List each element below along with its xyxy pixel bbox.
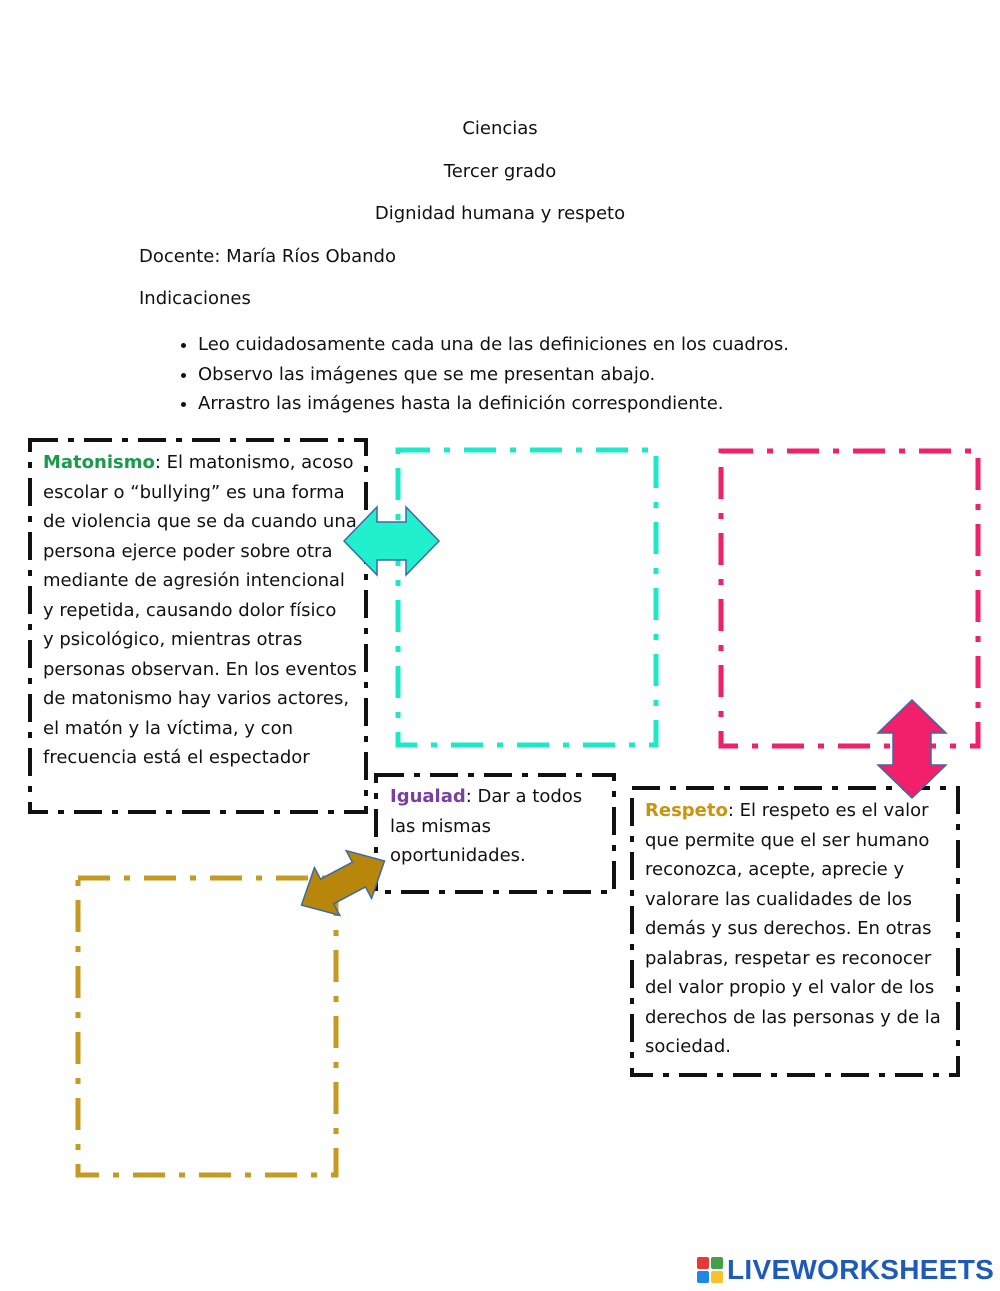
liveworksheets-logo: LIVEWORKSHEETS [697, 1254, 994, 1286]
instructions-list: Leo cuidadosamente cada una de las defin… [170, 330, 789, 419]
double-arrow-gold-icon [300, 849, 386, 917]
definition-line: de matonismo hay varios actores, [43, 688, 350, 709]
instruction-item: Leo cuidadosamente cada una de las defin… [198, 330, 789, 360]
definition-line: mediante de agresión intencional [43, 570, 345, 591]
teacher-line: Docente: María Ríos Obando [139, 246, 396, 267]
topic-title: Dignidad humana y respeto [374, 203, 626, 224]
definition-line: que permite que el ser humano [645, 829, 930, 851]
cyan-drop-zone[interactable] [395, 447, 659, 748]
definition-line: del valor propio y el valor de los [645, 977, 935, 998]
definition-line: : El matonismo, acoso [154, 452, 354, 473]
igualdad-definition: Igualad: Dar a todos las mismas oportuni… [390, 782, 610, 871]
definition-line: las mismas [390, 815, 491, 837]
respeto-term: Respeto [645, 800, 728, 821]
definition-line: de violencia que se da cuando una [43, 511, 357, 532]
matonismo-definition: Matonismo: El matonismo, acoso escolar o… [43, 448, 363, 773]
instructions-title: Indicaciones [139, 288, 251, 309]
logo-text: LIVEWORKSHEETS [727, 1254, 995, 1285]
matonismo-box-border [28, 438, 368, 814]
definition-line: persona ejerce poder sobre otra [43, 540, 333, 562]
gold-drop-zone[interactable] [75, 875, 339, 1178]
double-arrow-pink-icon [876, 698, 948, 800]
subject-title: Ciencias [462, 118, 538, 139]
definition-line: escolar o “bullying” es una forma [43, 481, 345, 503]
definition-line: demás y sus derechos. En otras [645, 918, 932, 939]
instruction-item: Observo las imágenes que se me presentan… [198, 360, 789, 390]
definition-line: palabras, respetar es reconocer [645, 947, 932, 969]
matonismo-term: Matonismo [43, 452, 155, 473]
definition-line: sociedad. [645, 1036, 731, 1057]
igualdad-term: Igualad [390, 786, 466, 807]
respeto-box-border [630, 786, 960, 1077]
double-arrow-cyan-icon [342, 505, 441, 577]
definition-line: derechos de las personas y de la [645, 1006, 941, 1028]
grade-title: Tercer grado [443, 161, 557, 182]
logo-mark-icon [697, 1257, 723, 1283]
instruction-item: Arrastro las imágenes hasta la definició… [198, 389, 789, 419]
igualdad-box-border [374, 773, 616, 894]
definition-line: : Dar a todos [465, 786, 583, 807]
definition-line: personas observan. En los eventos [43, 658, 357, 680]
definition-line: : El respeto es el valor [727, 800, 929, 821]
definition-line: y repetida, causando dolor físico [43, 599, 337, 621]
definition-line: reconozca, acepte, aprecie y [645, 859, 905, 880]
definition-line: frecuencia está el espectador [43, 747, 310, 768]
definition-line: valorare las cualidades de los [645, 888, 913, 910]
definition-line: oportunidades. [390, 845, 526, 866]
pink-drop-zone[interactable] [718, 448, 981, 749]
respeto-definition: Respeto: El respeto es el valor que perm… [645, 796, 957, 1062]
definition-line: y psicológico, mientras otras [43, 629, 303, 650]
definition-line: el matón y la víctima, y con [43, 717, 293, 739]
